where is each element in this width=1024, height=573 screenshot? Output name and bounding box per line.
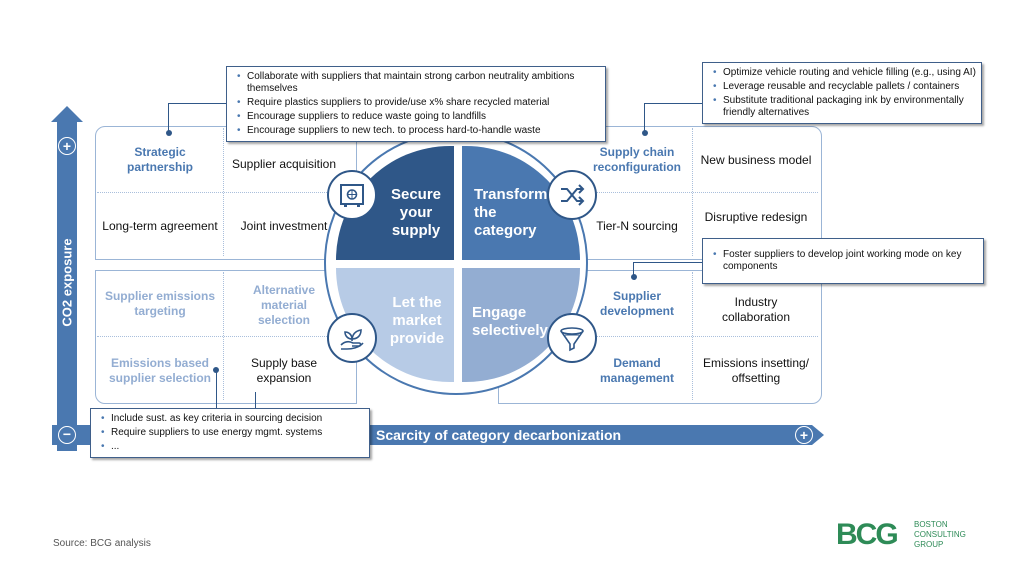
safe-icon (327, 170, 377, 220)
bcg-logo: BCG BOSTON CONSULTING GROUP (836, 518, 986, 554)
new-business-model: New business model (700, 152, 812, 167)
callout-strategic-partnership: Collaborate with suppliers that maintain… (226, 66, 606, 142)
callout-item: Encourage suppliers to reduce waste goin… (233, 111, 601, 123)
supplier-acquisition: Supplier acquisition (231, 156, 337, 171)
bcg-logo-line1: BOSTON (914, 520, 948, 529)
tier-n-sourcing: Tier-N sourcing (596, 218, 678, 233)
quadrant-secure-label: Secure your supply (390, 186, 442, 239)
connector-dot (642, 130, 648, 136)
connector-dot (631, 274, 637, 280)
supply-chain-reconfiguration: Supply chain reconfiguration (592, 145, 681, 174)
callout-emissions-based: Include sust. as key criteria in sourcin… (90, 408, 370, 458)
joint-investment: Joint investment (240, 218, 328, 233)
axis-plus-icon: + (58, 137, 76, 155)
callout-supply-chain: Optimize vehicle routing and vehicle fil… (702, 62, 982, 124)
disruptive-redesign: Disruptive redesign (704, 209, 808, 224)
bcg-logo-mark: BCG (836, 518, 899, 551)
source-note: Source: BCG analysis (53, 538, 151, 549)
left-top-panel (95, 126, 357, 260)
emissions-insetting-offsetting: Emissions insetting/ offsetting (702, 356, 810, 385)
hand-plant-icon (327, 313, 377, 363)
alternative-material-selection: Alternative material selection (252, 282, 316, 327)
callout-item: Require suppliers to use energy mgmt. sy… (97, 427, 365, 439)
supply-base-expansion: Supply base expansion (250, 356, 318, 385)
connector-dot (213, 367, 219, 373)
callout-item: Optimize vehicle routing and vehicle fil… (709, 67, 977, 79)
emissions-based-supplier-selection: Emissions based supplier selection (108, 356, 212, 385)
callout-item: Leverage reusable and recyclable pallets… (709, 81, 977, 93)
quadrant-market-label: Let the market provide (389, 294, 445, 347)
scarcity-axis-label: Scarcity of category decarbonization (376, 427, 622, 443)
demand-management: Demand management (599, 356, 675, 385)
strategic-partnership: Strategic partnership (126, 145, 193, 174)
bcg-logo-line3: GROUP (914, 540, 944, 549)
callout-item: Foster suppliers to develop joint workin… (709, 249, 979, 273)
supplier-development: Supplier development (599, 289, 674, 318)
connector-dot (166, 130, 172, 136)
axis-x-plus-icon: + (795, 426, 813, 444)
quadrant-transform-label: Transform the category (474, 186, 548, 239)
axis-minus-icon: − (58, 426, 76, 444)
long-term-agreement: Long-term agreement (102, 218, 218, 233)
co2-axis-arrow (51, 106, 83, 451)
funnel-icon (547, 313, 597, 363)
co2-axis-label: CO2 exposure (59, 238, 75, 327)
industry-collaboration: Industry collaboration (721, 295, 791, 324)
quadrant-engage-label: Engage selectively (472, 304, 548, 339)
supplier-emissions-targeting: Supplier emissions targeting (104, 289, 216, 318)
callout-item: ... (97, 441, 365, 453)
shuffle-icon (547, 170, 597, 220)
callout-supplier-development: Foster suppliers to develop joint workin… (702, 238, 984, 284)
callout-item: Substitute traditional packaging ink by … (709, 95, 977, 119)
callout-item: Collaborate with suppliers that maintain… (233, 71, 601, 95)
callout-item: Include sust. as key criteria in sourcin… (97, 413, 365, 425)
bcg-logo-line2: CONSULTING (914, 530, 966, 539)
callout-item: Encourage suppliers to new tech. to proc… (233, 125, 601, 137)
callout-item: Require plastics suppliers to provide/us… (233, 97, 601, 109)
